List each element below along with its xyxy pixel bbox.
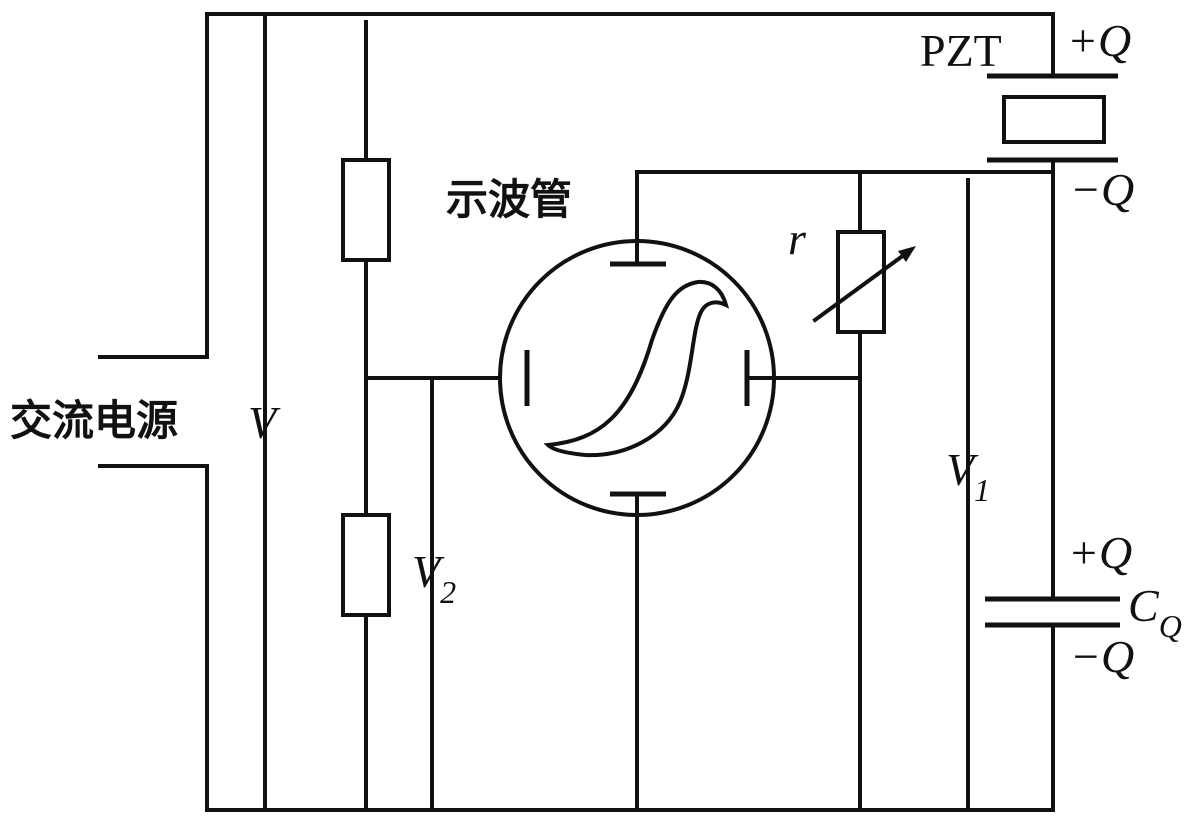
- cap-top-charge-label: +Q: [1068, 527, 1132, 578]
- voltage-v-label: V: [248, 397, 281, 448]
- resistor-r-label: r: [788, 213, 807, 264]
- voltage-v1-label: V1: [946, 444, 990, 508]
- cap-bottom-charge-label: −Q: [1070, 631, 1134, 682]
- voltage-divider: [341, 20, 391, 812]
- oscilloscope-tube: [498, 239, 776, 517]
- capacitor-cq: [985, 596, 1120, 628]
- voltage-v2-label: V2: [412, 546, 456, 610]
- ac-source-label: 交流电源: [10, 396, 178, 445]
- oscilloscope-label: 示波管: [446, 175, 572, 224]
- pzt-element: [987, 12, 1118, 599]
- pzt-crystal: [1002, 95, 1106, 144]
- variable-resistor-r: [812, 170, 916, 812]
- pzt-top-charge-label: +Q: [1067, 15, 1131, 66]
- pzt-bottom-charge-label: −Q: [1070, 164, 1134, 215]
- y-deflection-wire: [635, 170, 1055, 266]
- pzt-label: PZT: [920, 25, 1002, 76]
- divider-resistor-bottom: [341, 513, 391, 617]
- hysteresis-loop: [543, 279, 730, 458]
- cap-cq-label: CQ: [1128, 580, 1182, 644]
- divider-resistor-top: [341, 158, 391, 262]
